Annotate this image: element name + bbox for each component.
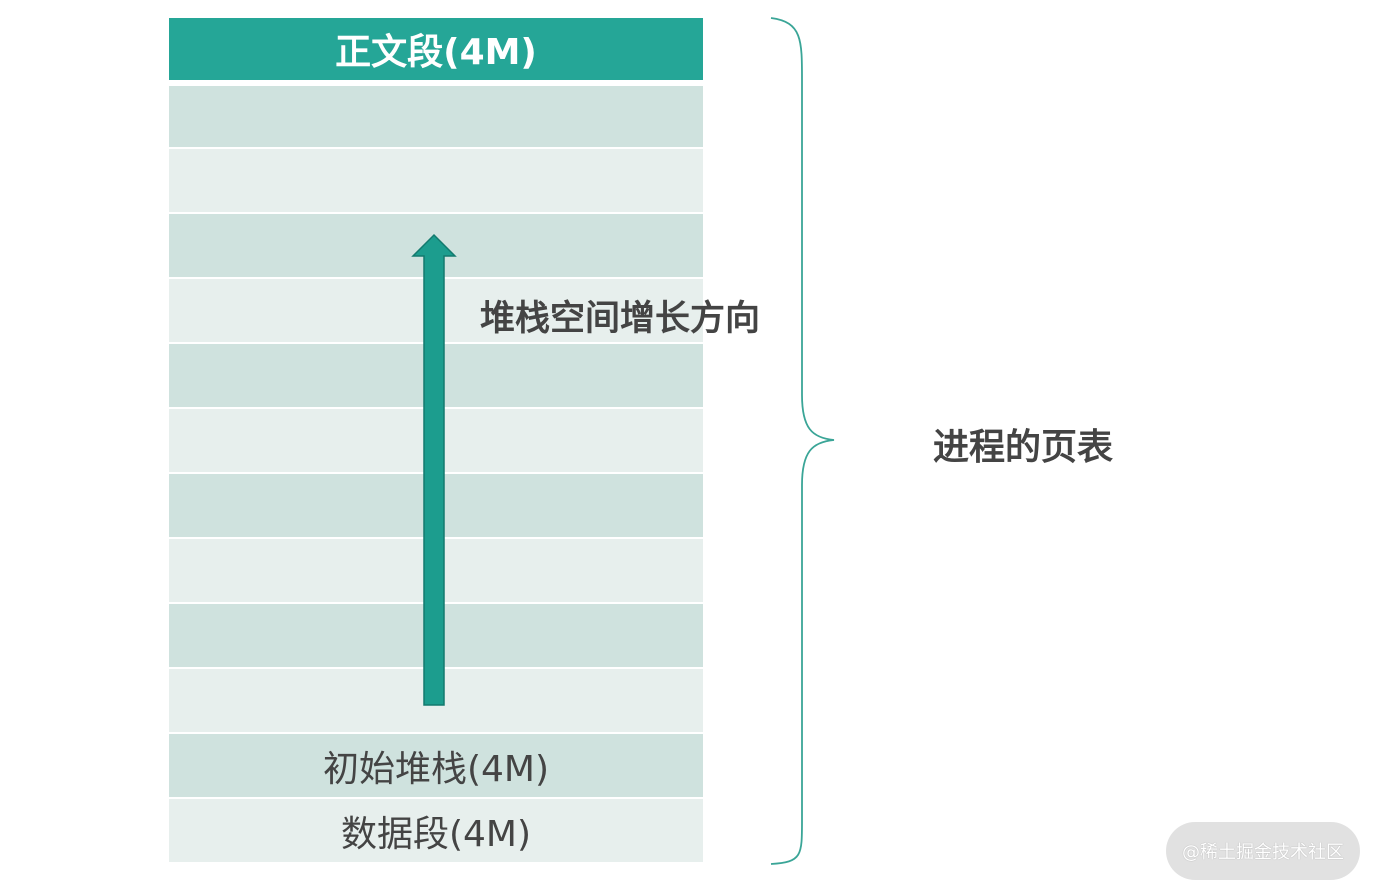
page-table-brace bbox=[770, 17, 835, 865]
watermark-text: @稀土掘金技术社区 bbox=[1182, 842, 1344, 863]
data-segment-label: 数据段(4M) bbox=[340, 813, 532, 855]
stack-growth-arrow bbox=[411, 233, 457, 706]
data-segment-block: 数据段(4M) bbox=[169, 799, 703, 862]
initial-stack-label: 初始堆栈(4M) bbox=[322, 748, 550, 790]
watermark: @稀土掘金技术社区 bbox=[1166, 822, 1360, 880]
initial-stack-block: 初始堆栈(4M) bbox=[169, 734, 703, 797]
empty-row bbox=[169, 86, 703, 147]
process-page-table-label: 进程的页表 bbox=[933, 427, 1114, 468]
text-segment-block: 正文段(4M) bbox=[169, 18, 703, 80]
stack-growth-direction-label: 堆栈空间增长方向 bbox=[480, 299, 761, 339]
text-segment-label: 正文段(4M) bbox=[335, 32, 537, 73]
empty-row bbox=[169, 149, 703, 212]
